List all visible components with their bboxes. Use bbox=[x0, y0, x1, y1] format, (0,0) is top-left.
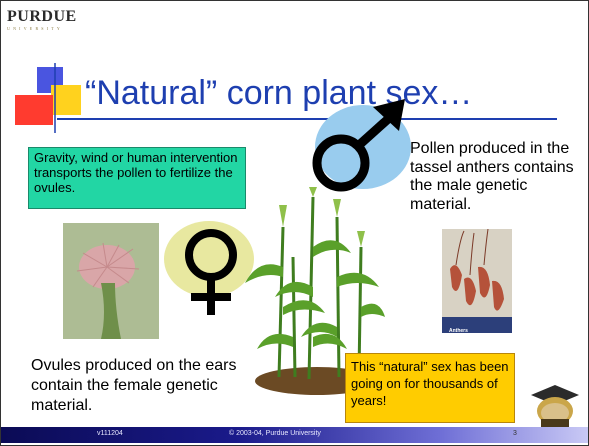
logo-subtext: UNIVERSITY bbox=[7, 26, 91, 31]
corn-silk-photo bbox=[63, 223, 159, 339]
ovule-description: Ovules produced on the ears contain the … bbox=[31, 356, 241, 416]
title-decoration-icon bbox=[11, 63, 91, 133]
anthers-photo bbox=[442, 229, 512, 333]
footer-page-number: 3 bbox=[513, 430, 517, 437]
pollen-description: Pollen produced in the tassel anthers co… bbox=[410, 140, 586, 214]
anthers-caption: Anthers bbox=[449, 328, 468, 334]
purdue-logo: PURDUE UNIVERSITY bbox=[7, 9, 91, 31]
slide-title: “Natural” corn plant sex… bbox=[85, 73, 472, 113]
footer-copyright: © 2003-04, Purdue University bbox=[229, 430, 321, 437]
logo-wordmark: PURDUE bbox=[7, 9, 91, 25]
purdue-pete-icon bbox=[527, 383, 583, 429]
transport-info-box: Gravity, wind or human intervention tran… bbox=[28, 147, 246, 209]
footer-version: v111204 bbox=[97, 430, 123, 437]
history-note-box: This “natural” sex has been going on for… bbox=[345, 353, 515, 423]
